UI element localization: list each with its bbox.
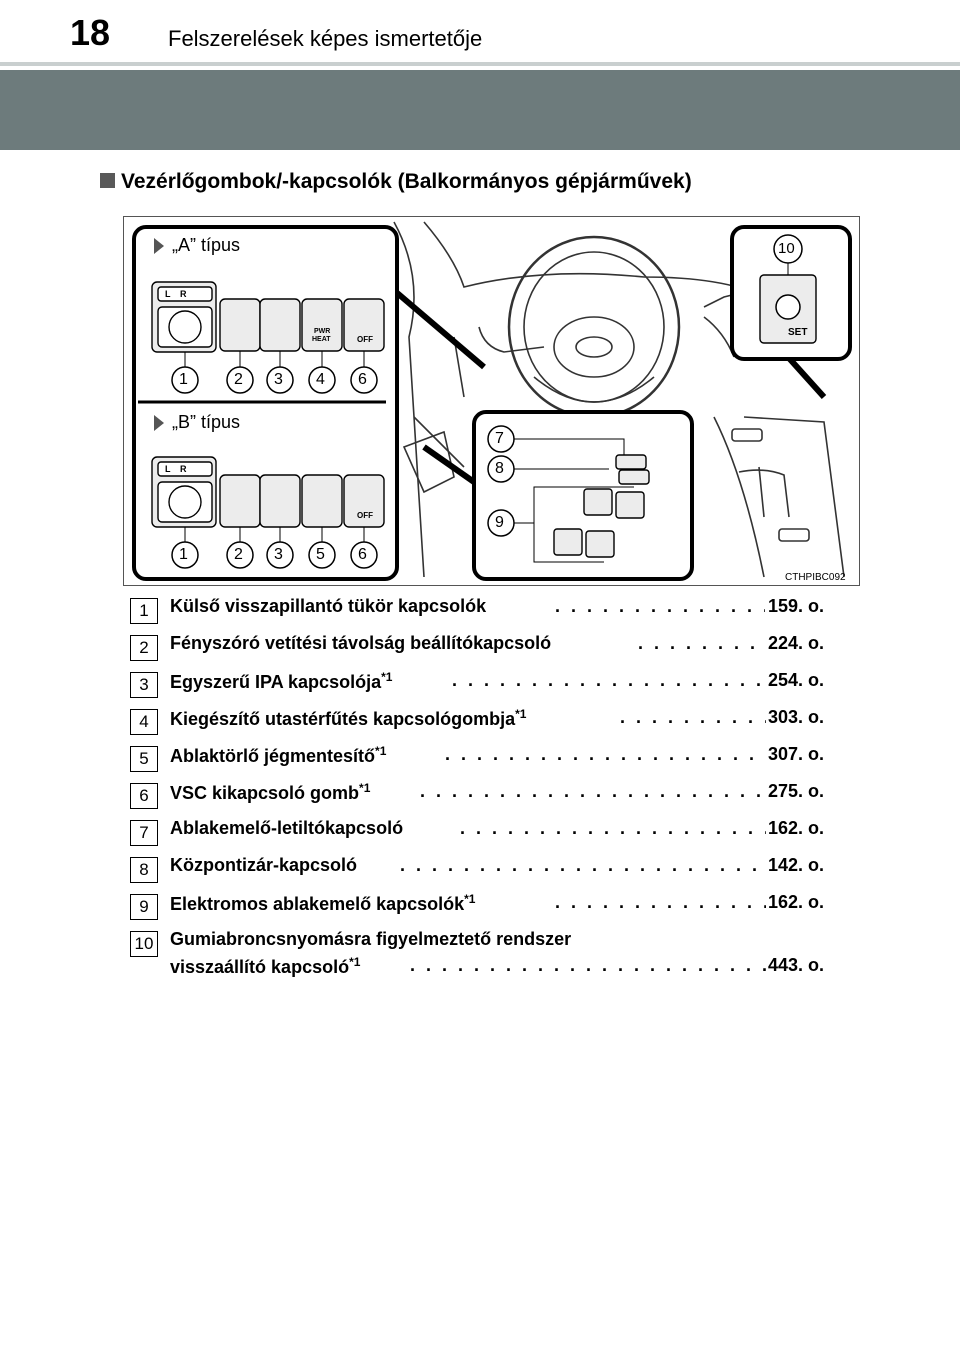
callout-7: 7 (495, 430, 504, 447)
item-number: 9 (130, 894, 158, 920)
item-page: 443. o. (767, 955, 824, 975)
callout-a-5: 6 (358, 371, 367, 388)
item-label: Központizár-kapcsoló (170, 855, 358, 875)
item-page: 303. o. (767, 707, 824, 727)
item-number: 6 (130, 783, 158, 809)
list-item: 8 Központizár-kapcsoló . . . . . . . . .… (130, 851, 830, 888)
item-label: VSC kikapcsoló gomb*1 (170, 781, 371, 803)
mirror-r-text: R (180, 289, 187, 299)
callout-b-2: 2 (234, 546, 243, 563)
item-label: Ablakemelő-letiltókapcsoló (170, 818, 404, 838)
item-label: Fényszóró vetítési távolság beállítókapc… (170, 633, 552, 653)
section-marker-icon (100, 173, 115, 188)
set-text: SET (788, 327, 808, 338)
callout-9: 9 (495, 514, 504, 531)
list-item: 7 Ablakemelő-letiltókapcsoló . . . . . .… (130, 814, 830, 851)
callout-a-3: 3 (274, 371, 283, 388)
page-header: 18 Felszerelések képes ismertetője (0, 0, 960, 62)
list-item: 2 Fényszóró vetítési távolság beállítóka… (130, 629, 830, 666)
item-number: 3 (130, 672, 158, 698)
heat-text: HEAT (312, 336, 331, 343)
type-a-label: „A” típus (172, 235, 241, 255)
section-title-text: Vezérlőgombok/-kapcsolók (Balkormányos g… (121, 170, 692, 193)
list-item: 9 Elektromos ablakemelő kapcsolók*1 . . … (130, 888, 830, 925)
item-page: 275. o. (767, 781, 824, 801)
item-page: 254. o. (767, 670, 824, 690)
callout-a-1: 1 (179, 371, 188, 388)
callout-a-4: 4 (316, 371, 325, 388)
list-item: 6 VSC kikapcsoló gomb*1 . . . . . . . . … (130, 777, 830, 814)
controls-illustration: „A” típus „B” típus L R PWR HEAT OFF L R… (123, 216, 860, 586)
item-page: 162. o. (767, 892, 824, 912)
list-item: 5 Ablaktörlő jégmentesítő*1 . . . . . . … (130, 740, 830, 777)
callout-b-5: 6 (358, 546, 367, 563)
pwr-text: PWR (314, 328, 331, 335)
item-label-continued: visszaállító kapcsoló*1 (170, 955, 361, 977)
figure-code: CTHPIBC092 (785, 572, 846, 583)
item-number: 2 (130, 635, 158, 661)
vsc-off-text-a: OFF (357, 335, 373, 344)
header-band (0, 70, 960, 150)
item-page: 142. o. (767, 855, 824, 875)
callout-b-3: 3 (274, 546, 283, 563)
item-page: 159. o. (767, 596, 824, 616)
item-number: 4 (130, 709, 158, 735)
item-page: 224. o. (767, 633, 824, 653)
item-label: Egyszerű IPA kapcsolója*1 (170, 670, 393, 692)
item-number: 8 (130, 857, 158, 883)
item-label: Gumiabroncsnyomásra figyelmeztető rendsz… (170, 929, 572, 949)
item-label: Kiegészítő utastérfűtés kapcsológombja*1 (170, 707, 527, 729)
item-number: 7 (130, 820, 158, 846)
list-item: 10 Gumiabroncsnyomásra figyelmeztető ren… (130, 925, 830, 985)
type-b-label: „B” típus (172, 412, 241, 432)
callout-10: 10 (778, 240, 795, 257)
header-divider (0, 62, 960, 66)
mirror-r-text-b: R (180, 464, 187, 474)
item-label: Külső visszapillantó tükör kapcsolók (170, 596, 487, 616)
item-page: 162. o. (767, 818, 824, 838)
callout-8: 8 (495, 460, 504, 477)
item-page: 307. o. (767, 744, 824, 764)
section-title: Vezérlőgombok/-kapcsolók (Balkormányos g… (100, 170, 692, 194)
controls-list: 1 Külső visszapillantó tükör kapcsolók .… (130, 592, 830, 985)
item-number: 1 (130, 598, 158, 624)
vsc-off-text-b: OFF (357, 511, 373, 520)
header-title: Felszerelések képes ismertetője (168, 26, 483, 51)
item-label: Elektromos ablakemelő kapcsolók*1 (170, 892, 476, 914)
item-number: 5 (130, 746, 158, 772)
callout-b-1: 1 (179, 546, 188, 563)
list-item: 4 Kiegészítő utastérfűtés kapcsológombja… (130, 703, 830, 740)
callout-b-4: 5 (316, 546, 325, 563)
list-item: 3 Egyszerű IPA kapcsolója*1 . . . . . . … (130, 666, 830, 703)
mirror-l-text-b: L (165, 464, 171, 474)
page-number: 18 (70, 12, 111, 53)
item-number: 10 (130, 931, 158, 957)
callout-a-2: 2 (234, 371, 243, 388)
item-label: Ablaktörlő jégmentesítő*1 (170, 744, 387, 766)
mirror-l-text: L (165, 289, 171, 299)
list-item: 1 Külső visszapillantó tükör kapcsolók .… (130, 592, 830, 629)
